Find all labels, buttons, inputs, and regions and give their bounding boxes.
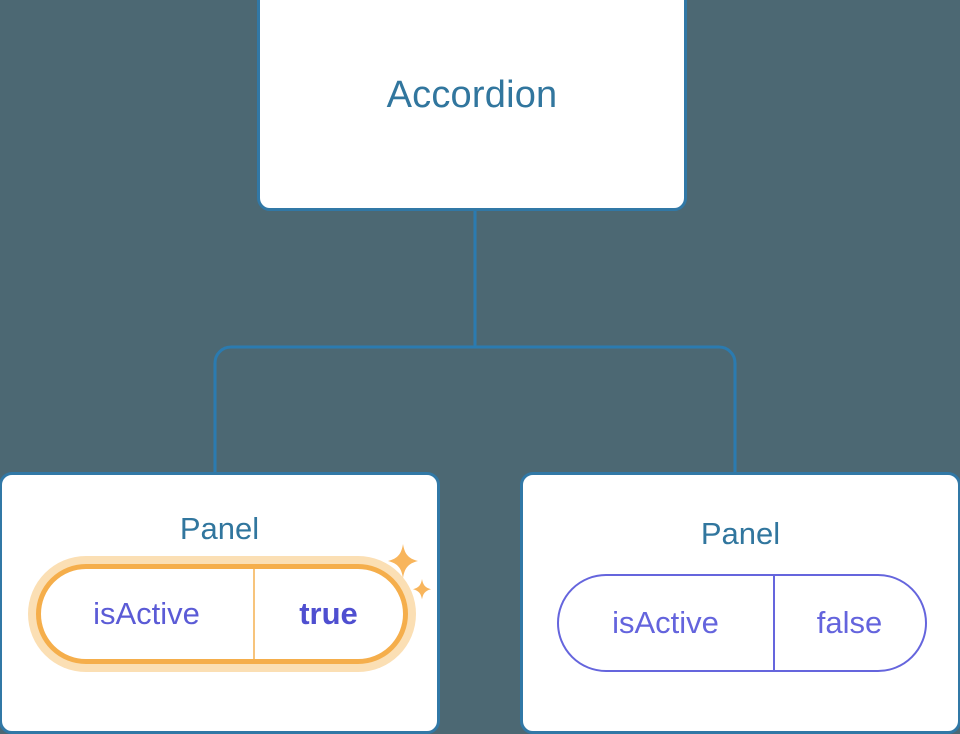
connector-bus-to-right-panel: [475, 345, 737, 474]
node-panel-active-title: Panel: [179, 511, 260, 546]
prop-pill-isactive-true[interactable]: isActive true: [35, 564, 408, 664]
node-panel-inactive-title: Panel: [700, 516, 781, 551]
prop-pill-inactive-wrapper: isActive false: [556, 574, 927, 672]
connector-bus-to-left-panel: [213, 345, 475, 474]
prop-pill-active-wrapper: isActive true: [35, 564, 408, 664]
prop-key: isActive: [559, 576, 775, 670]
node-panel-inactive[interactable]: Panel isActive false: [520, 472, 960, 734]
prop-pill-isactive-false[interactable]: isActive false: [556, 574, 927, 672]
node-accordion[interactable]: Accordion: [257, 0, 687, 211]
prop-value: false: [816, 605, 883, 640]
node-panel-active[interactable]: Panel isActive true: [0, 472, 440, 734]
node-accordion-title: Accordion: [386, 73, 558, 116]
prop-value: true: [299, 596, 358, 631]
prop-key: isActive: [41, 569, 255, 659]
